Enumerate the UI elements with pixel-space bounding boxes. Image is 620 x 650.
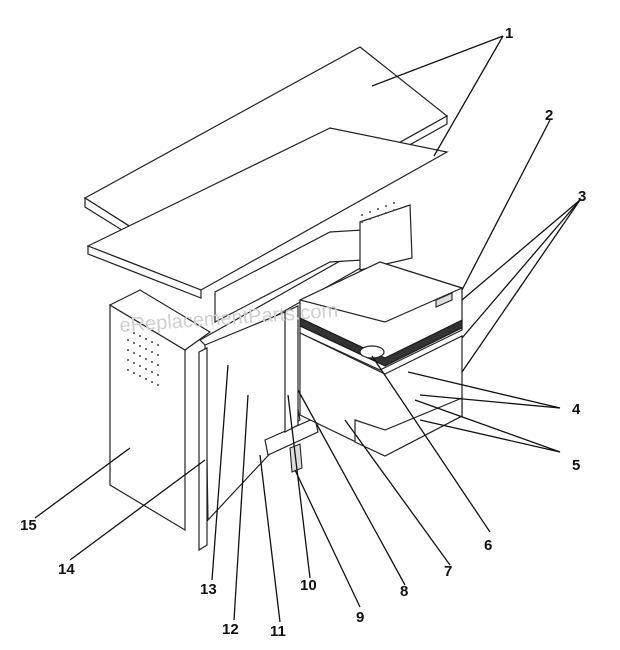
callout-14: 14 [58, 561, 75, 578]
callout-3: 3 [578, 188, 586, 205]
callout-15: 15 [20, 517, 37, 534]
callout-7: 7 [444, 563, 452, 580]
callout-5: 5 [572, 457, 580, 474]
vent-perforations [127, 202, 395, 386]
callout-1: 1 [505, 25, 513, 42]
callout-11: 11 [270, 623, 286, 640]
drawer-assembly [298, 261, 464, 457]
callout-9: 9 [356, 609, 364, 626]
cabinet-body [108, 204, 413, 552]
callout-2: 2 [545, 107, 553, 124]
callout-6: 6 [484, 537, 492, 554]
callout-labels: 1 2 3 4 5 6 7 8 9 10 11 12 13 14 15 [20, 25, 586, 640]
countertop-panels [83, 46, 449, 299]
callout-8: 8 [400, 583, 408, 600]
callout-4: 4 [572, 401, 581, 418]
callout-12: 12 [222, 621, 239, 638]
leader-lines [34, 35, 581, 623]
callout-10: 10 [300, 577, 317, 594]
callout-13: 13 [200, 581, 217, 598]
